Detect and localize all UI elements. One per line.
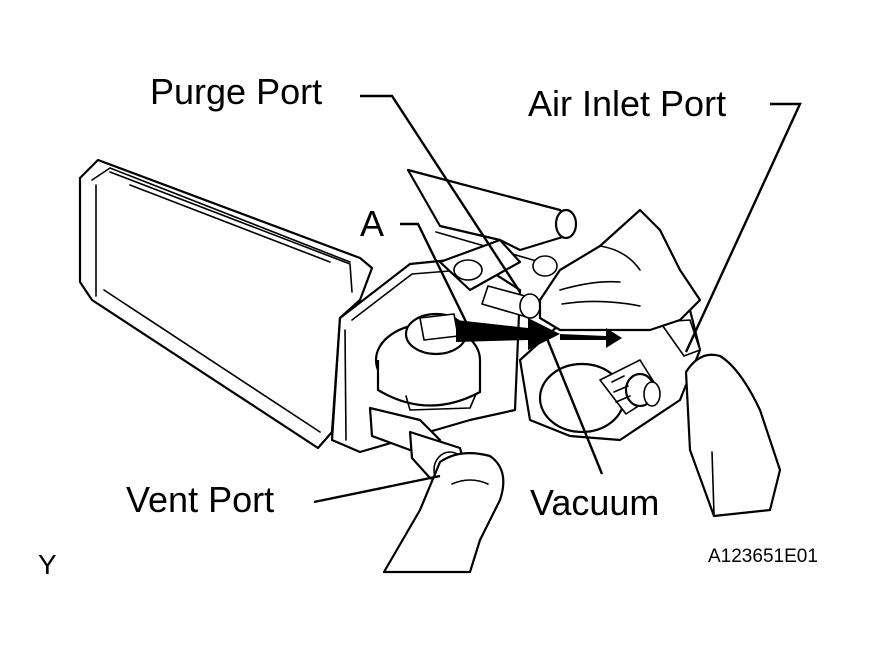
purge-port-label: Purge Port [150, 71, 322, 112]
point-a-label: A [360, 203, 384, 244]
vacuum-leader [544, 335, 604, 475]
purge-port-leader [360, 94, 522, 293]
vacuum-label: Vacuum [530, 482, 659, 523]
vacuum-flow-arrow [456, 318, 622, 350]
vent-port-label: Vent Port [126, 479, 274, 520]
right-finger [684, 353, 782, 518]
corner-mark: Y [38, 549, 57, 580]
vent-port-leader [313, 474, 441, 504]
air-inlet-port-label: Air Inlet Port [528, 83, 726, 124]
vent-valve [374, 312, 482, 411]
left-finger [382, 451, 505, 574]
figure-code: A123651E01 [708, 546, 818, 567]
air-inlet-port-leader [684, 102, 802, 353]
canister-body [78, 158, 374, 450]
upper-hand [538, 208, 702, 332]
point-a-leader [400, 222, 472, 331]
